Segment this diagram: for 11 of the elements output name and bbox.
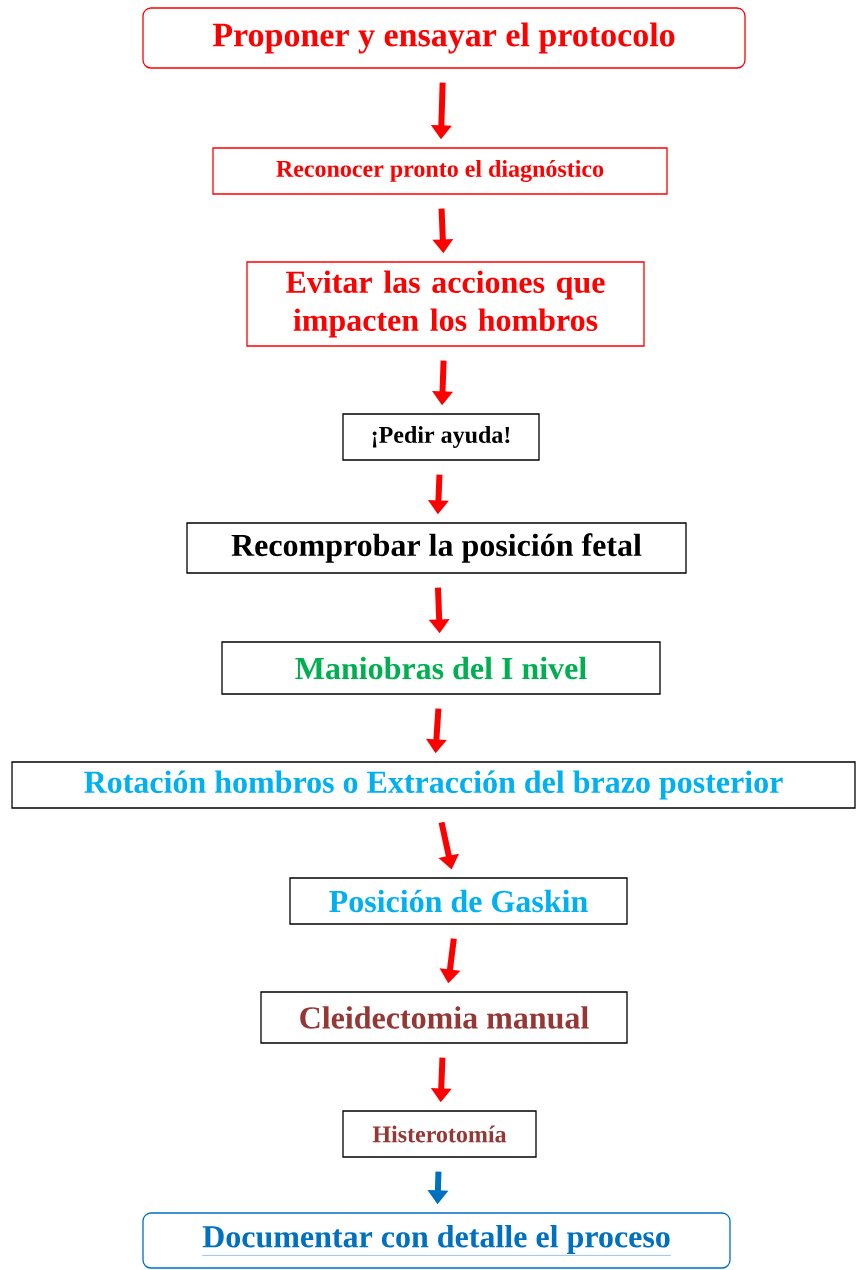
rounded-box: Proponer y ensayar el protocolo — [142, 7, 746, 69]
rounded-box: Documentar con detalle el proceso — [142, 1212, 731, 1269]
process-box: Histerotomía — [342, 1110, 537, 1158]
process-box: Reconocer pronto el diagnóstico — [212, 147, 668, 195]
process-box: ¡Pedir ayuda! — [342, 413, 540, 461]
process-box: Evitar las acciones que impacten los hombros — [246, 261, 645, 347]
process-box: Posición de Gaskin — [289, 877, 628, 925]
process-box: Recomprobar la posición fetal — [186, 522, 687, 574]
process-box: Maniobras del I nivel — [221, 641, 661, 695]
process-box: Cleidectomia manual — [260, 991, 628, 1044]
process-box: Rotación hombros o Extracción del brazo posterior — [11, 761, 856, 809]
